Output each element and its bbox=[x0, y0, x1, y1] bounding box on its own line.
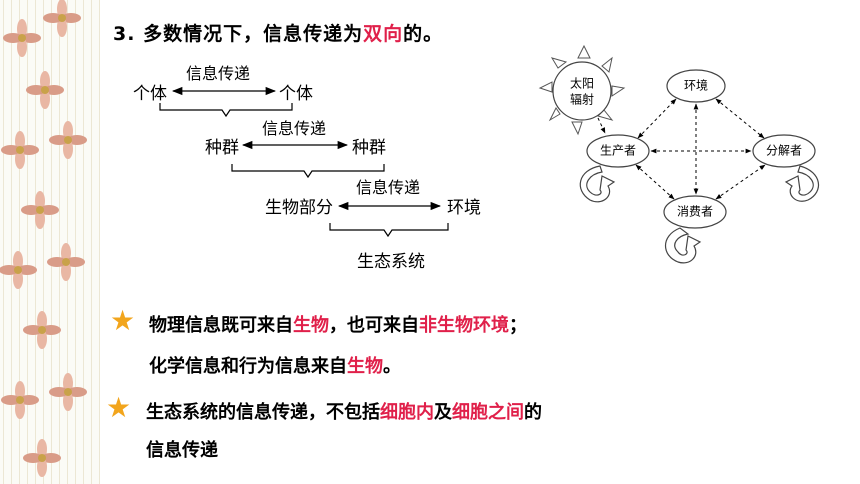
heading-emphasis: 双向 bbox=[363, 23, 404, 45]
consumer-label: 消费者 bbox=[677, 205, 713, 219]
population-brace bbox=[231, 164, 385, 179]
heading-prefix: 多数情况下，信息传递为 bbox=[143, 23, 364, 45]
individual-arrow-label: 信息传递 bbox=[186, 64, 251, 83]
sun-label-line2: 辐射 bbox=[570, 92, 594, 107]
bullet-text: ； bbox=[509, 315, 527, 336]
producer-label: 生产者 bbox=[600, 144, 636, 158]
bullet-2-line-1: 生态系统的信息传递，不包括细胞内及细胞之间的 bbox=[146, 398, 542, 424]
biotic-part: 生物部分 bbox=[265, 198, 333, 218]
bullet-emphasis: 细胞之间 bbox=[452, 402, 524, 423]
environment-node bbox=[666, 69, 726, 103]
heading-suffix: 的。 bbox=[403, 23, 444, 45]
bullet-emphasis: 细胞内 bbox=[380, 402, 434, 423]
bullet-text: 化学信息和行为信息来自 bbox=[149, 356, 347, 377]
bullet-1-line-1: 物理信息既可来自生物，也可来自非生物环境； bbox=[149, 311, 527, 337]
bullet-emphasis: 非生物环境 bbox=[419, 315, 509, 336]
producer-consumer-arrow bbox=[635, 164, 675, 200]
producer-loop-icon bbox=[579, 165, 616, 203]
bullet-text: ，也可来自 bbox=[329, 315, 419, 336]
heading-number: 3. bbox=[113, 23, 136, 45]
individual-right: 个体 bbox=[279, 84, 313, 104]
population-arrow-label: 信息传递 bbox=[262, 119, 327, 138]
bullet-text: 生态系统的信息传递，不包括 bbox=[146, 402, 380, 423]
population-left: 种群 bbox=[205, 138, 239, 158]
bullet-text: 及 bbox=[434, 402, 452, 423]
energy-network: 太阳 辐射 环境 生产者 分解者 消费者 bbox=[538, 44, 819, 264]
heading: 3. 多数情况下，信息传递为双向的。 bbox=[113, 19, 443, 46]
producer-node bbox=[586, 134, 650, 168]
decomposer-label: 分解者 bbox=[766, 144, 802, 158]
ecosystem-brace bbox=[329, 223, 449, 238]
ecosystem-label: 生态系统 bbox=[357, 252, 425, 272]
sun-label-line1: 太阳 bbox=[570, 76, 594, 91]
decomposer-node bbox=[752, 134, 816, 168]
sun-node bbox=[552, 61, 612, 121]
environment-label: 环境 bbox=[447, 198, 481, 218]
sun-to-producer-arrow bbox=[597, 117, 606, 134]
individual-brace bbox=[159, 103, 293, 118]
bullet-emphasis: 生物 bbox=[347, 356, 383, 377]
producer-environment-arrow bbox=[637, 98, 677, 139]
star-icon: ★ bbox=[110, 304, 136, 337]
biotic-arrow-label: 信息传递 bbox=[356, 178, 421, 197]
star-icon: ★ bbox=[106, 391, 132, 424]
consumer-decomposer-arrow bbox=[715, 164, 766, 200]
bullet-text: 的 bbox=[524, 402, 542, 423]
environment-decomposer-arrow bbox=[715, 98, 765, 139]
bullet-emphasis: 生物 bbox=[293, 315, 329, 336]
bullet-1-line-2: 化学信息和行为信息来自生物。 bbox=[149, 352, 401, 378]
bullet-text: 。 bbox=[383, 356, 401, 377]
consumer-node bbox=[663, 195, 727, 229]
environment-node-label: 环境 bbox=[684, 78, 708, 93]
individual-left: 个体 bbox=[133, 84, 167, 104]
decomposer-loop-icon bbox=[784, 165, 819, 202]
bullet-text: 物理信息既可来自 bbox=[149, 315, 293, 336]
consumer-loop-icon bbox=[664, 227, 702, 264]
bullet-2-line-2: 信息传递 bbox=[146, 440, 218, 461]
population-right: 种群 bbox=[352, 138, 386, 158]
